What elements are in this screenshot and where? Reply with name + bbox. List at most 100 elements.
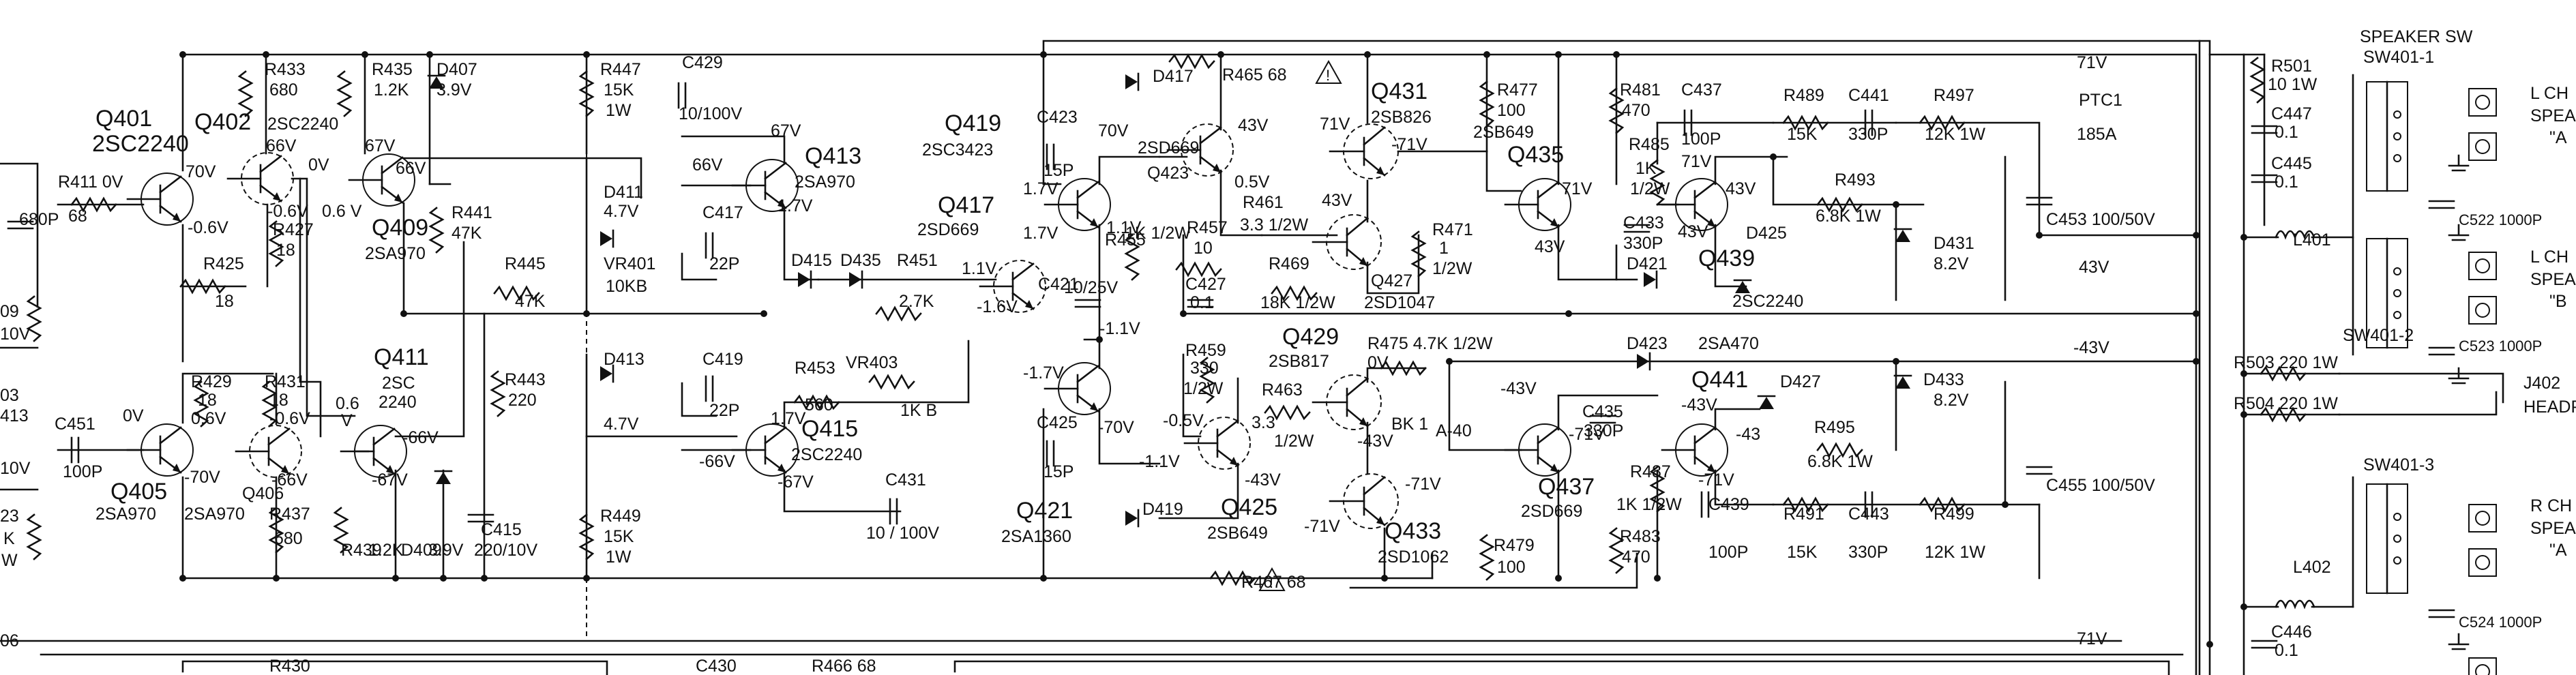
component-label: 1K 1/2W <box>1125 224 1191 243</box>
speaker-switch-block <box>2366 483 2408 595</box>
transistor-symbol <box>226 152 294 205</box>
diode-symbol <box>1893 228 1912 242</box>
component-label: R430 <box>269 657 310 675</box>
resistor-symbol <box>875 305 922 322</box>
resistor-symbol <box>2249 57 2266 104</box>
component-label: Q405 <box>110 479 167 505</box>
component-label: R445 <box>505 254 546 273</box>
component-label: VR401 <box>604 254 655 273</box>
component-label: D407 <box>436 60 477 79</box>
junction-dot <box>583 575 590 582</box>
warning-mark: ! <box>1326 67 1330 84</box>
component-label: 2SA1360 <box>1001 527 1071 546</box>
component-label: 220 <box>508 391 537 410</box>
junction-dot <box>426 51 433 58</box>
headphone-jack-symbol <box>2338 372 2504 416</box>
ground-symbol <box>2448 367 2470 385</box>
component-label: C419 <box>702 350 743 369</box>
component-label: 3.9V <box>436 80 472 100</box>
component-label: Q411 <box>374 344 429 370</box>
junction-dot <box>1180 310 1187 317</box>
junction-dot <box>1483 51 1490 58</box>
component-label: 15K <box>604 80 634 100</box>
junction-dot <box>2193 232 2200 239</box>
junction-dot <box>1381 575 1388 582</box>
component-label: R465 68 <box>1222 65 1287 85</box>
component-label: 03 <box>0 386 19 405</box>
component-label: 0.1 <box>2275 641 2298 660</box>
diode-symbol <box>1893 374 1912 389</box>
junction-dot <box>179 51 186 58</box>
speaker-switch-block <box>2366 237 2408 349</box>
component-label: R485 <box>1629 135 1670 154</box>
component-label: -43V <box>1245 470 1281 490</box>
component-label: 23 <box>0 507 19 526</box>
capacitor-symbol <box>1046 440 1055 467</box>
transistor-symbol <box>731 159 799 212</box>
component-label: 470 <box>1622 101 1650 120</box>
component-label: 71V <box>1681 152 1712 171</box>
component-label: 18K 1/2W <box>1260 293 1335 312</box>
component-label: 66V <box>396 159 426 178</box>
component-label: D421 <box>1627 254 1668 273</box>
speaker-terminal <box>2468 504 2497 532</box>
resistor-symbol <box>1608 527 1625 574</box>
component-label: D425 <box>1746 224 1787 243</box>
component-label: -67V <box>372 470 408 490</box>
component-label: C425 <box>1037 413 1078 432</box>
junction-dot <box>583 310 590 317</box>
component-label: 3.3 <box>1252 413 1275 432</box>
component-label: 560 <box>805 395 833 415</box>
component-label: 15K <box>1787 125 1818 144</box>
resistor-symbol <box>1264 404 1311 421</box>
component-label: Q402 <box>194 109 251 135</box>
component-label: SW401-2 <box>2343 326 2414 345</box>
component-label: 1.7V <box>1023 224 1058 243</box>
resistor-symbol <box>1816 442 1863 458</box>
junction-dot <box>361 51 368 58</box>
component-label: 22P <box>709 401 739 420</box>
capacitor-symbol <box>1864 491 1874 518</box>
component-label: -43V <box>2073 338 2109 357</box>
component-label: -71V <box>1391 135 1427 154</box>
component-label: 12K 1W <box>1925 125 1985 144</box>
component-label: R504 220 1W <box>2234 394 2338 413</box>
component-label: Q441 <box>1691 367 1748 393</box>
component-label: 1/2W <box>1432 259 1472 278</box>
component-label: BK 1 <box>1391 415 1428 434</box>
resistor-symbol <box>1782 115 1829 131</box>
resistor-symbol <box>1271 285 1318 301</box>
component-label: R497 <box>1934 86 1974 105</box>
capacitor-symbol <box>1187 299 1214 308</box>
component-label: R443 <box>505 370 546 389</box>
component-label: 2SA970 <box>795 172 855 192</box>
component-label: -43 <box>1736 425 1760 444</box>
component-label: 12K 1W <box>1925 543 1985 562</box>
transistor-symbol <box>126 172 194 226</box>
component-label: J402 <box>2523 374 2560 393</box>
speaker-terminal <box>2468 252 2497 280</box>
resistor-symbol <box>2260 406 2307 423</box>
junction-dot <box>481 575 488 582</box>
junction-dot <box>392 575 399 582</box>
component-label: -67V <box>778 472 814 492</box>
component-label: 2SA470 <box>1698 334 1759 353</box>
component-label: HEADP <box>2523 397 2576 417</box>
component-label: -66V <box>699 452 735 471</box>
capacitor-symbol <box>2251 174 2278 183</box>
component-label: 2SD669 <box>1521 502 1582 521</box>
component-label: Q409 <box>372 215 428 241</box>
component-label: 2SD1062 <box>1378 548 1449 567</box>
component-label: 0.5V <box>1234 172 1270 192</box>
resistor-symbol <box>1608 87 1625 134</box>
component-label: 1W <box>606 548 632 567</box>
component-label: 100 <box>1497 101 1526 120</box>
ground-symbol <box>2448 224 2470 241</box>
speaker-terminal <box>2468 88 2497 117</box>
component-label: C447 <box>2271 104 2312 123</box>
component-label: R453 <box>795 359 835 378</box>
component-label: R433 <box>265 60 306 79</box>
component-label: 470 <box>1622 548 1650 567</box>
component-label: 66V <box>266 136 297 155</box>
